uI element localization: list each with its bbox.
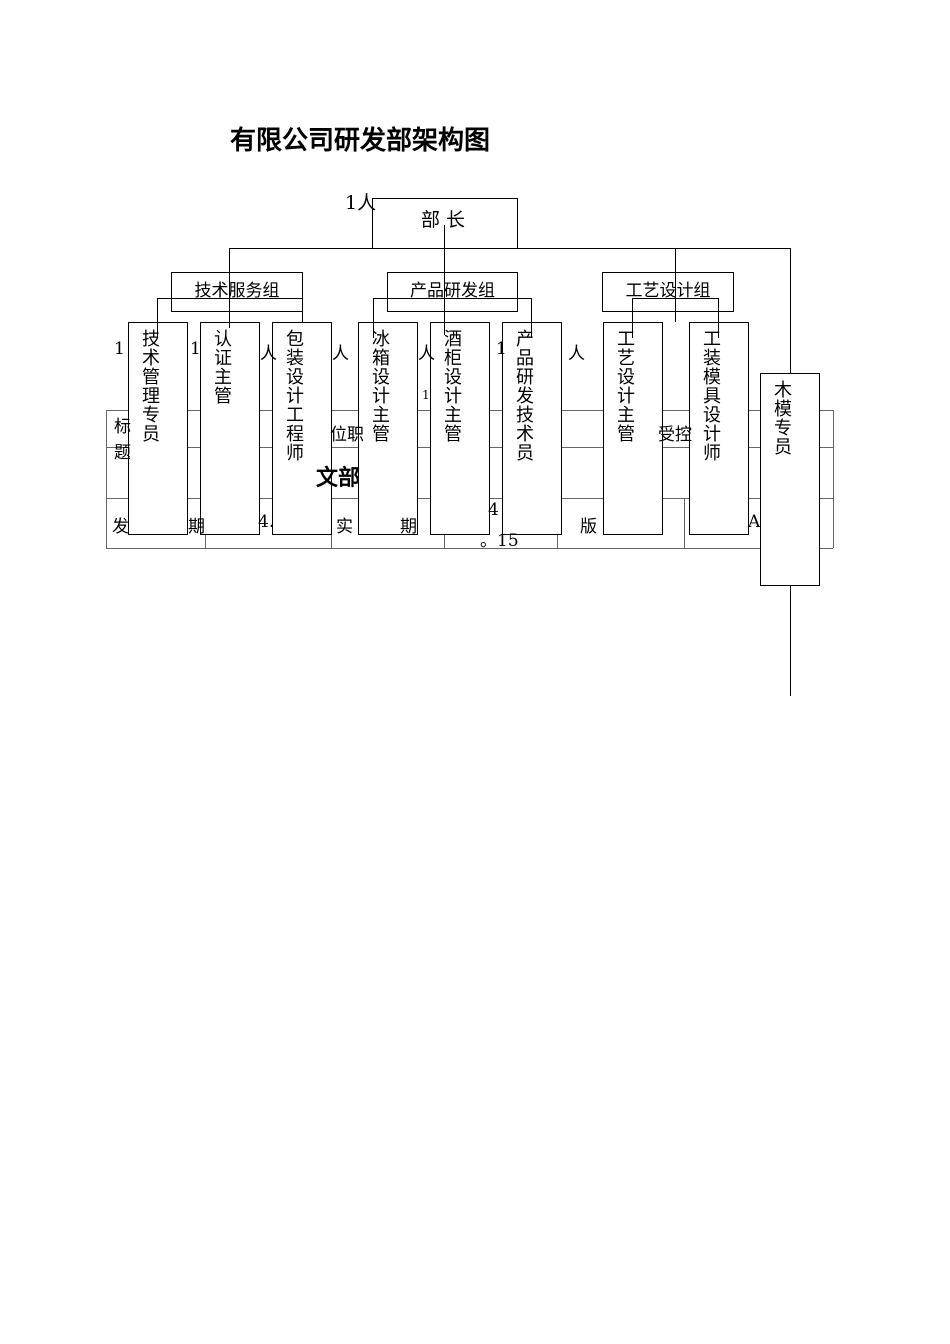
position-label: 认证主管 — [214, 329, 232, 407]
head-count: 1人 — [345, 192, 377, 214]
table-text: 文部 — [316, 465, 361, 491]
table-text: 4. — [258, 512, 275, 532]
position-box: 产品研发技术员 — [502, 322, 562, 535]
headcount-label: 人 — [260, 344, 277, 364]
group-process-design: 工艺设计组 — [602, 272, 734, 312]
position-box: 技术管理专员 — [128, 322, 188, 535]
table-text: 期 — [400, 517, 417, 537]
table-text: 。15 — [480, 531, 519, 551]
position-box: 木模专员 — [760, 373, 820, 586]
table-text: 期 — [188, 517, 205, 537]
position-box: 工装模具设计师 — [689, 322, 749, 535]
position-label: 酒柜设计主管 — [444, 329, 462, 445]
table-text: 位职 — [330, 425, 364, 445]
table-text: 题 — [114, 443, 131, 463]
headcount-label: 人 — [568, 344, 585, 364]
department-head-box: 部 长 — [372, 198, 518, 249]
group-tech-service: 技术服务组 — [171, 272, 303, 312]
position-label: 技术管理专员 — [142, 329, 160, 445]
headcount-label: 1 — [496, 339, 507, 359]
group-product-rd: 产品研发组 — [387, 272, 518, 312]
position-box: 冰箱设计主管 — [358, 322, 418, 535]
table-text: 版 — [580, 517, 597, 537]
table-text: 发 — [112, 517, 129, 537]
position-box: 酒柜设计主管 — [430, 322, 490, 535]
position-label: 包装设计工程师 — [286, 329, 304, 464]
table-text: 实 — [336, 517, 353, 537]
page-title: 有限公司研发部架构图 — [230, 126, 491, 156]
position-label: 产品研发技术员 — [516, 329, 534, 464]
position-label: 木模专员 — [774, 380, 792, 458]
headcount-label: 1 — [190, 339, 201, 359]
position-label: 工装模具设计师 — [703, 329, 721, 464]
table-text: 4 — [488, 500, 499, 520]
table-text: A — [748, 512, 761, 532]
headcount-label: 人 — [418, 344, 435, 364]
headcount-label: 1 — [422, 388, 430, 402]
position-box: 认证主管 — [200, 322, 260, 535]
headcount-label: 1 — [114, 339, 125, 359]
table-text: 标 — [114, 417, 131, 437]
headcount-label: 人 — [332, 344, 349, 364]
position-box: 工艺设计主管 — [603, 322, 663, 535]
department-head-label: 部 长 — [421, 209, 466, 231]
position-label: 工艺设计主管 — [617, 329, 635, 445]
table-text: 受控 — [658, 425, 692, 445]
position-box: 包装设计工程师 — [272, 322, 332, 535]
position-label: 冰箱设计主管 — [372, 329, 390, 445]
